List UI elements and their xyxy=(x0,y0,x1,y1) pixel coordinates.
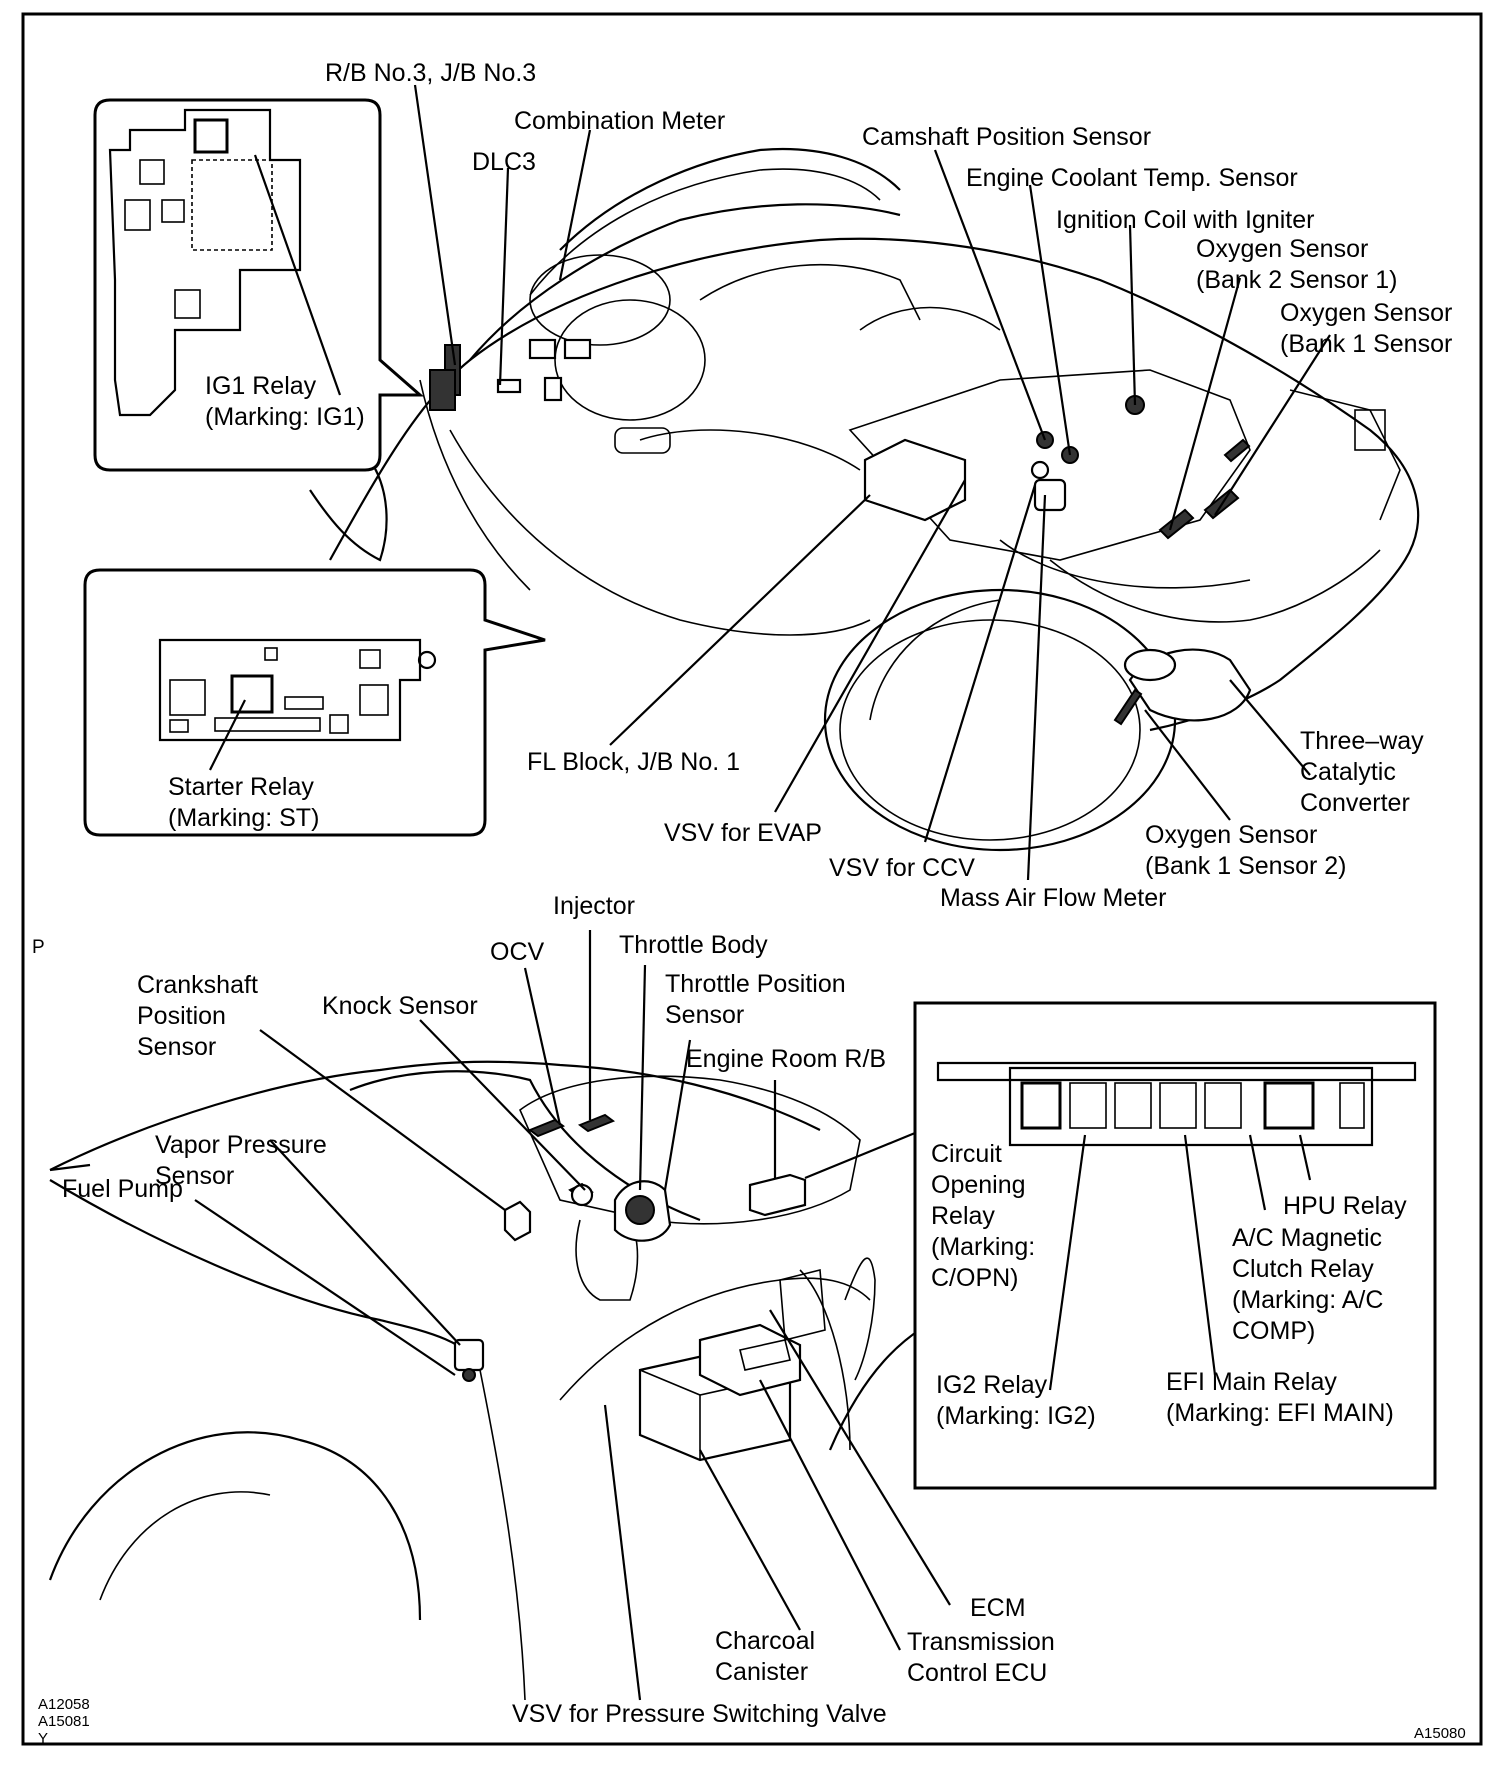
transmission-ecu-label: Transmission Control ECU xyxy=(907,1628,1055,1687)
fl-block-label: FL Block, J/B No. 1 xyxy=(527,748,741,776)
ref-code-right: A15080 xyxy=(1414,1725,1466,1742)
throttle-body-label: Throttle Body xyxy=(619,931,768,959)
circuit-opening-relay-label: Circuit Opening Relay (Marking: C/OPN) xyxy=(931,1140,1036,1292)
vsv-ccv-label: VSV for CCV xyxy=(829,854,975,882)
o2-b2s1-label: Oxygen Sensor (Bank 2 Sensor 1) xyxy=(1196,235,1398,294)
top-car-illustration xyxy=(309,147,1420,852)
crankshaft-sensor-label: Crankshaft Position Sensor xyxy=(137,971,258,1061)
ref-code-left: A12058 A15081 Y xyxy=(38,1696,90,1747)
ig1-relay-inset xyxy=(93,98,424,472)
maf-label: Mass Air Flow Meter xyxy=(940,884,1167,912)
rb3-label: R/B No.3, J/B No.3 xyxy=(325,59,537,87)
top-leader-lines xyxy=(209,84,1331,881)
bottom-leader-lines xyxy=(49,930,1312,1701)
charcoal-canister-label: Charcoal Canister xyxy=(715,1627,816,1686)
o2-b1s1-label: Oxygen Sensor (Bank 1 Sensor xyxy=(1280,299,1453,358)
injector-label: Injector xyxy=(553,892,635,920)
combination-meter-label: Combination Meter xyxy=(514,107,726,135)
coolant-sensor-label: Engine Coolant Temp. Sensor xyxy=(966,164,1298,192)
ocv-label: OCV xyxy=(490,938,545,966)
fuel-pump-label: Fuel Pump xyxy=(62,1175,183,1203)
starter-relay-inset xyxy=(83,568,546,837)
vapor-pressure-sensor-label: Vapor Pressure Sensor xyxy=(155,1131,327,1190)
p-mark: P xyxy=(32,937,45,958)
ig1-relay-label: IG1 Relay (Marking: IG1) xyxy=(205,372,365,431)
knock-sensor-label: Knock Sensor xyxy=(322,992,478,1020)
starter-relay-label: Starter Relay (Marking: ST) xyxy=(168,773,320,832)
ignition-coil-label: Ignition Coil with Igniter xyxy=(1056,206,1315,234)
bottom-car-illustration xyxy=(48,1060,961,1701)
vsv-evap-label: VSV for EVAP xyxy=(664,819,822,847)
tps-label: Throttle Position Sensor xyxy=(665,970,846,1029)
engine-room-rb-inset xyxy=(804,1001,1437,1490)
dlc3-label: DLC3 xyxy=(472,148,536,176)
engine-room-rb-label: Engine Room R/B xyxy=(686,1045,887,1073)
ac-clutch-relay-label: A/C Magnetic Clutch Relay (Marking: A/C … xyxy=(1232,1224,1384,1345)
catalytic-converter-label: Three–way Catalytic Converter xyxy=(1300,727,1424,817)
o2-b1s2-label: Oxygen Sensor (Bank 1 Sensor 2) xyxy=(1145,821,1347,880)
camshaft-sensor-label: Camshaft Position Sensor xyxy=(862,123,1152,151)
vsv-psv-label: VSV for Pressure Switching Valve xyxy=(512,1700,887,1728)
hpu-relay-label: HPU Relay xyxy=(1283,1192,1407,1220)
ecm-label: ECM xyxy=(970,1594,1026,1622)
ig2-relay-label: IG2 Relay (Marking: IG2) xyxy=(936,1371,1096,1430)
efi-main-relay-label: EFI Main Relay (Marking: EFI MAIN) xyxy=(1166,1368,1394,1427)
